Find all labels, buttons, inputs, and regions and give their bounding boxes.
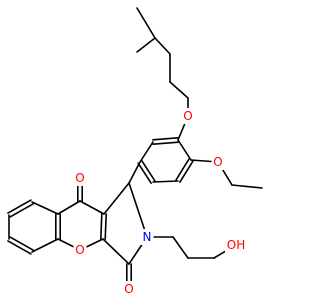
single-bond [139,141,154,163]
atom-label-background [140,229,154,245]
double-bond-line [141,160,156,182]
molecule-diagram: O O O O O N OH [7,7,263,297]
atom-label-background [73,170,87,186]
single-bond [169,81,189,99]
single-bond [154,37,171,55]
atom-label-o-ring: O [75,243,84,257]
single-bond [102,238,130,265]
double-bond-line [7,199,32,214]
double-bond-line [179,160,194,183]
double-bond-line [175,158,190,181]
single-bond [128,161,141,184]
atom-label-n-imide: N [143,230,152,244]
single-bond [31,238,59,253]
single-bond [136,7,156,39]
double-bond-line [152,141,179,145]
atom-label-o-ethoxy: O [213,155,222,169]
atom-layer: O O O O O N OH [73,108,247,297]
double-bond-line [9,203,34,218]
atom-label-o-imide: O [124,282,133,296]
single-bond [231,184,263,189]
atom-label-background [73,242,87,258]
single-bond [136,37,156,53]
double-bond-line [104,213,107,240]
single-bond [57,200,81,215]
structure-canvas: O O O O O N OH [7,7,263,297]
atom-label-o-ketone: O [75,171,84,185]
atom-label-background [122,281,136,297]
single-bond [103,182,130,215]
atom-label-background [225,237,247,253]
bond-layer [7,7,263,290]
single-bond [177,139,192,161]
single-bond [152,180,179,183]
atom-label-background [211,154,225,170]
single-bond [31,201,59,215]
double-bond-line [137,162,152,184]
double-bond-line [7,240,32,255]
atom-label-background [181,108,195,124]
atom-label-o-pentyloxy: O [183,109,192,123]
atom-label-oh-hydroxyl: OH [227,238,245,252]
single-bond [172,236,189,259]
double-bond-line [9,236,34,251]
double-bond-line [152,137,179,141]
single-bond [79,200,105,215]
double-bond-line [100,213,103,240]
single-bond [128,182,148,238]
